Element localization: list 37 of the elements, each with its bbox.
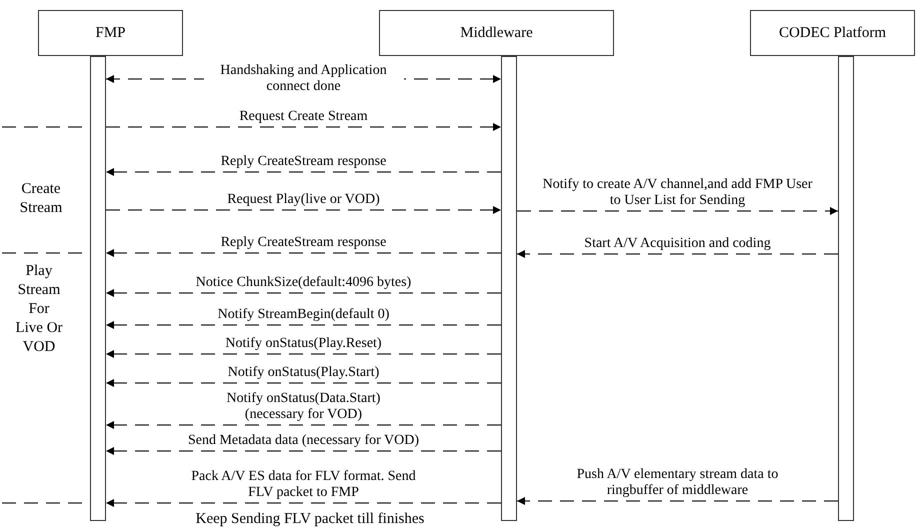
message-label: Reply CreateStream response [220,154,386,170]
message-label: Send Metadata data (necessary for VOD) [188,433,420,449]
message-label: Request Create Stream [239,109,368,125]
phase-label: Create Stream [18,180,64,218]
message-arrow [106,350,502,358]
lifeline-box: FMP [38,10,183,56]
phase-label: Keep Sending FLV packet till finishes [196,510,424,529]
phase-label: Play Stream For Live Or VOD [14,262,64,357]
lifeline-box: CODEC Platform [750,10,915,56]
message-label: Pack A/V ES data for FLV format. Send FLV packet to FMP [190,469,417,501]
message-arrow [106,499,502,507]
message-label: Notify onStatus(Data.Start) (necessary for VOD) [226,391,382,423]
message-arrow [106,249,502,257]
message-arrow [516,207,838,215]
message-arrow [106,421,502,429]
activation-bar [838,56,854,521]
message-arrow [106,447,502,455]
message-label: Notify onStatus(Play.Start) [228,365,380,381]
message-arrow [106,123,502,131]
message-label: Notify onStatus(Play.Reset) [225,336,382,352]
message-arrow [516,250,838,258]
message-arrow [106,321,502,329]
lifeline-box: Middleware [379,10,614,56]
message-label: Notify to create A/V channel,and add FMP User to User List for Sending [542,177,812,209]
message-arrow [106,379,502,387]
message-arrow [516,497,838,505]
message-label: Notice ChunkSize(default:4096 bytes) [196,275,412,291]
message-arrow [106,206,502,214]
message-arrow [106,168,502,176]
activation-bar [501,56,517,521]
message-label: Reply CreateStream response [220,235,386,251]
message-label: Push A/V elementary stream data to ringbuffer of middleware [576,467,780,499]
message-arrow [106,289,502,297]
activation-bar [90,56,106,521]
message-label: Request Play(live or VOD) [227,192,380,208]
message-label: Notify StreamBegin(default 0) [218,307,390,323]
message-label: Start A/V Acquisition and coding [584,236,771,252]
